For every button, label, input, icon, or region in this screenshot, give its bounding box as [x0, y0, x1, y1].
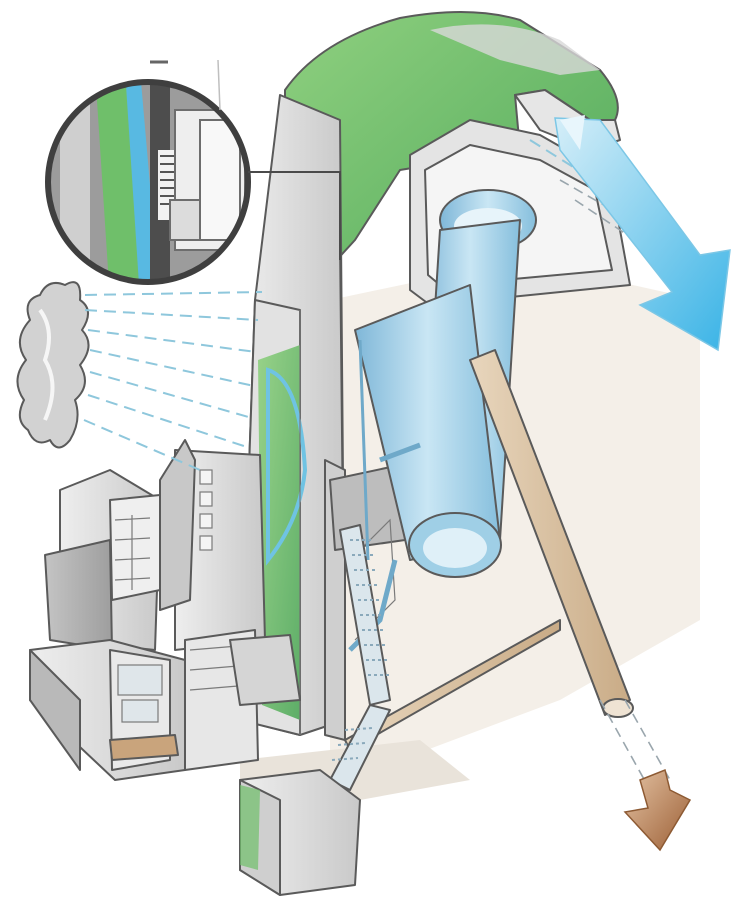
cloud-icon — [17, 282, 88, 447]
arrow-down-right-brown-icon — [625, 770, 690, 850]
foundation — [240, 770, 360, 895]
weather-rays — [84, 292, 262, 470]
left-buildings — [30, 440, 300, 780]
